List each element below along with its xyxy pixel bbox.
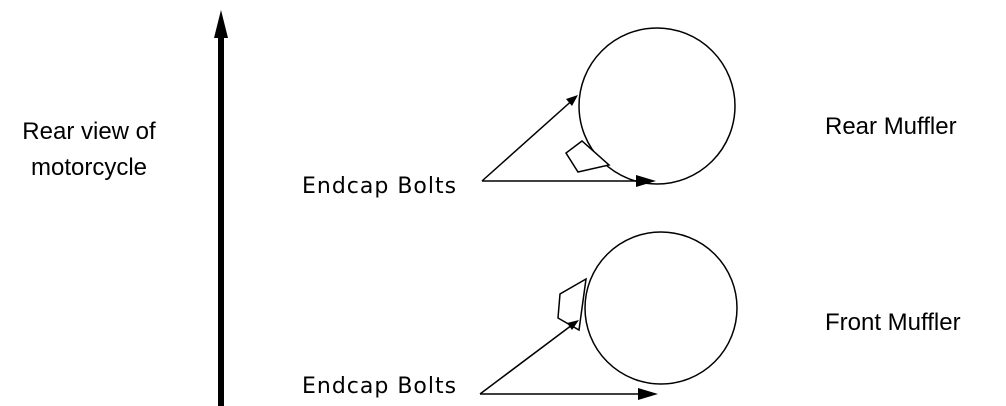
- front-endcap-bolts-label: Endcap Bolts: [302, 374, 458, 399]
- front-muffler-circle: [584, 231, 738, 385]
- front-muffler-group: [479, 231, 738, 400]
- front-muffler-label: Front Muffler: [825, 309, 961, 336]
- front-endcap-bracket: [557, 277, 587, 332]
- rear-muffler-group: [481, 27, 736, 187]
- view-orientation-label: Rear view of motorcycle: [4, 114, 174, 186]
- rear-endcap-bolts-label: Endcap Bolts: [302, 174, 458, 199]
- view-orientation-line-2: motorcycle: [30, 154, 148, 181]
- rear-muffler-circle: [578, 27, 736, 185]
- rear-endcap-bracket: [564, 140, 611, 173]
- rear-direction-arrow: [214, 10, 228, 406]
- front-bolt-arrow-upper: [479, 321, 577, 395]
- rear-muffler-label: Rear Muffler: [825, 113, 957, 140]
- view-orientation-line-1: Rear view of: [22, 118, 156, 145]
- rear-bolt-arrow-upper: [481, 96, 577, 182]
